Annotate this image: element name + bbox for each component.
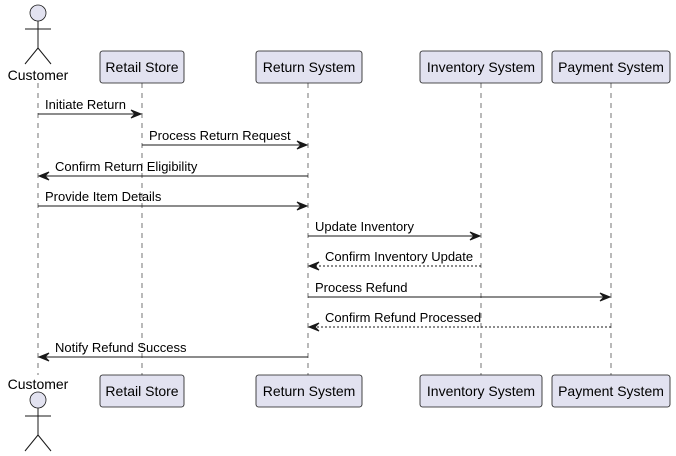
participants-top: Customer Retail Store Return System Invento… (8, 4, 671, 84)
participant-label: Retail Store (105, 383, 178, 399)
message-3: Confirm Return Eligibility (37, 159, 308, 181)
participant-label: Inventory System (427, 59, 535, 75)
participant-label: Payment System (558, 383, 664, 399)
actor-label: Customer (8, 67, 69, 83)
actor-icon (24, 391, 52, 452)
message-1: Initiate Return (38, 97, 143, 119)
participant-retail-top: Retail Store (99, 50, 185, 84)
message-label: Confirm Return Eligibility (55, 159, 198, 174)
participant-inventory-top: Inventory System (419, 50, 543, 84)
lifelines (37, 83, 612, 375)
participant-return-bottom: Return System (255, 374, 363, 408)
message-8: Confirm Refund Processed (307, 310, 611, 332)
arrowhead (296, 140, 309, 150)
participant-return-top: Return System (255, 50, 363, 84)
message-6: Confirm Inventory Update (307, 249, 481, 271)
message-5: Update Inventory (308, 219, 482, 241)
arrowhead (469, 231, 482, 241)
message-label: Notify Refund Success (55, 340, 187, 355)
arrowhead (307, 261, 320, 271)
message-label: Process Return Request (149, 128, 291, 143)
participant-label: Return System (263, 59, 356, 75)
arrowhead (296, 201, 309, 211)
message-label: Update Inventory (315, 219, 415, 234)
participant-inventory-bottom: Inventory System (419, 374, 543, 408)
participant-payment-top: Payment System (551, 50, 671, 84)
actor-icon (24, 4, 52, 65)
participant-label: Payment System (558, 59, 664, 75)
arrowhead (307, 322, 320, 332)
arrowhead (37, 352, 50, 362)
message-label: Process Refund (315, 280, 408, 295)
message-label: Provide Item Details (45, 189, 162, 204)
participant-payment-bottom: Payment System (551, 374, 671, 408)
message-2: Process Return Request (142, 128, 309, 150)
participant-label: Retail Store (105, 59, 178, 75)
message-4: Provide Item Details (38, 189, 309, 211)
actor-label: Customer (8, 376, 69, 392)
actor-customer-top: Customer (8, 4, 69, 83)
message-label: Initiate Return (45, 97, 126, 112)
participant-label: Inventory System (427, 383, 535, 399)
actor-customer-bottom: Customer (8, 376, 69, 452)
arrowhead (130, 109, 143, 119)
arrowhead (599, 292, 612, 302)
arrowhead (37, 171, 50, 181)
message-9: Notify Refund Success (37, 340, 308, 362)
participant-label: Return System (263, 383, 356, 399)
participants-bottom: Customer Retail Store Return System Invento… (8, 374, 671, 452)
message-7: Process Refund (308, 280, 612, 302)
participant-retail-bottom: Retail Store (99, 374, 185, 408)
message-label: Confirm Refund Processed (325, 310, 481, 325)
message-label: Confirm Inventory Update (325, 249, 473, 264)
